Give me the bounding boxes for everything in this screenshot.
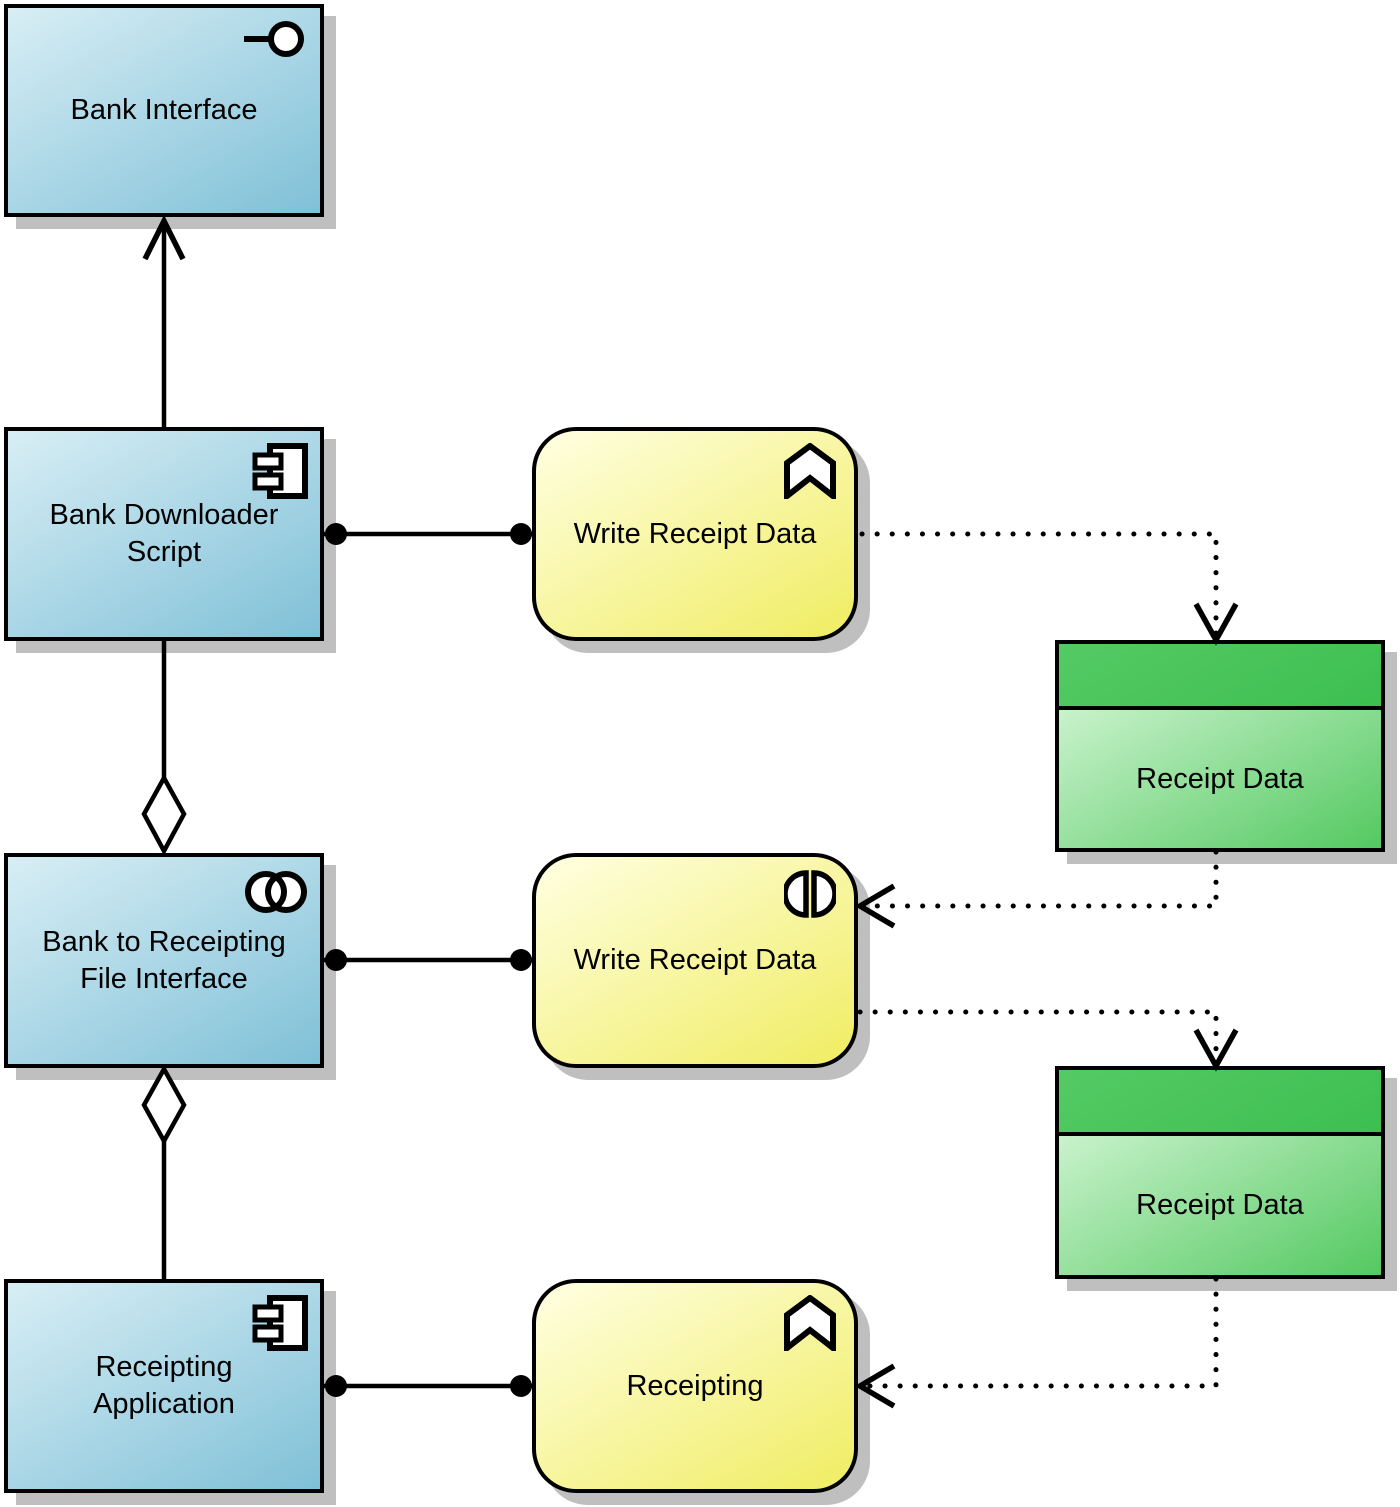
data-object-body: Receipt Data: [1059, 710, 1381, 848]
data-object-header-band: [1059, 1070, 1381, 1136]
access-connector-receipt-data-2-to-receipting[interactable]: [854, 1276, 1219, 1409]
interface-lollipop-icon: [242, 16, 304, 58]
node-bank-interface[interactable]: Bank Interface: [4, 4, 324, 217]
node-label: Script: [126, 536, 202, 568]
node-label: File Interface: [80, 962, 248, 995]
function-chevron-icon: [784, 442, 836, 503]
assignment-connector-file-interface-to-write-receipt-data-2[interactable]: [324, 949, 532, 971]
node-receipt-data-1[interactable]: Receipt Data: [1055, 640, 1385, 852]
node-bank-downloader-script[interactable]: Bank Downloader Script: [4, 427, 324, 641]
component-icon: [252, 1295, 308, 1351]
node-bank-to-receipting-file-interface[interactable]: Bank to Receipting File Interface: [4, 853, 324, 1068]
access-connector-write-receipt-data-2-to-receipt-data-2[interactable]: [857, 1009, 1239, 1072]
access-connector-write-receipt-data-1-to-receipt-data-1[interactable]: [859, 531, 1239, 646]
interaction-split-circle-icon: [782, 869, 838, 919]
node-write-receipt-data-2[interactable]: Write Receipt Data: [532, 853, 858, 1068]
node-label: Write Receipt Data: [573, 944, 817, 976]
node-label: Application: [93, 1388, 235, 1420]
aggregation-connector-downloader-to-file-interface[interactable]: [141, 641, 187, 856]
node-receipt-data-2[interactable]: Receipt Data: [1055, 1066, 1385, 1279]
node-label: Bank Interface: [70, 94, 258, 126]
node-label: Receipting: [626, 1369, 764, 1402]
assignment-connector-downloader-to-write-receipt-data-1[interactable]: [324, 523, 532, 545]
node-label: Receipting: [95, 1351, 233, 1383]
data-object-header-band: [1059, 644, 1381, 710]
data-object-body: Receipt Data: [1059, 1136, 1381, 1275]
function-chevron-icon: [784, 1294, 836, 1355]
aggregation-connector-receipting-app-to-file-interface[interactable]: [141, 1064, 187, 1279]
assignment-connector-receipting-app-to-receipting[interactable]: [324, 1375, 532, 1397]
access-connector-receipt-data-1-to-write-receipt-data-2[interactable]: [854, 849, 1219, 929]
open-arrow-connector-downloader-to-bank-interface[interactable]: [142, 214, 186, 427]
node-label: Receipt Data: [1136, 762, 1304, 795]
collaboration-circles-icon: [244, 869, 308, 915]
component-icon: [252, 443, 308, 499]
node-write-receipt-data-1[interactable]: Write Receipt Data: [532, 427, 858, 641]
node-label: Bank Downloader: [49, 499, 279, 531]
node-receipting[interactable]: Receipting: [532, 1279, 858, 1493]
node-label: Receipt Data: [1136, 1189, 1304, 1221]
node-label: Bank to Receipting: [42, 925, 286, 958]
node-receipting-application[interactable]: Receipting Application: [4, 1279, 324, 1493]
node-label: Write Receipt Data: [573, 517, 817, 550]
